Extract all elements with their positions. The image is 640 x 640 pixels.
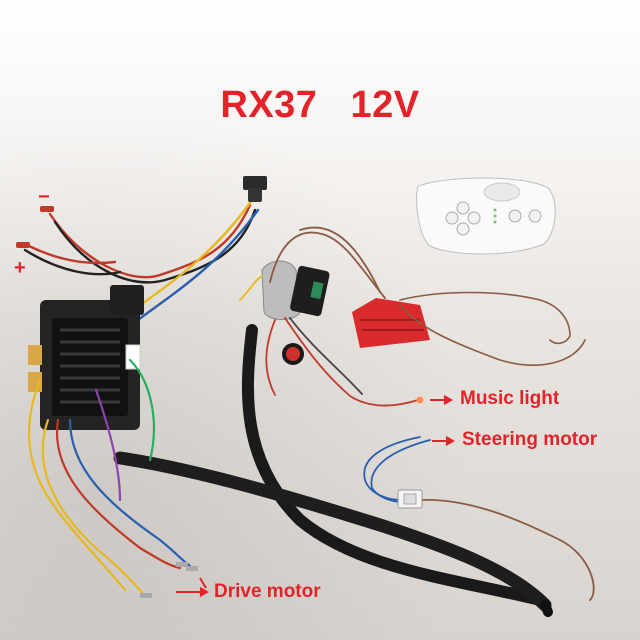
arrow-music-light: [430, 395, 454, 405]
product-title: RX37 12V: [220, 84, 420, 126]
label-drive-motor: Drive motor: [214, 581, 321, 602]
arrow-drive-motor: [176, 577, 210, 597]
power-button: [282, 343, 304, 365]
music-light-led: [416, 396, 424, 404]
shifter-switch: [261, 260, 330, 320]
drive-motor-wires: [28, 358, 192, 598]
harness-sleeve: [113, 324, 553, 617]
label-steering-motor: Steering motor: [462, 429, 598, 450]
foot-pedal: [352, 298, 430, 348]
switch-wires: [239, 226, 419, 407]
label-music-light: Music light: [460, 388, 560, 409]
remote-control: [416, 177, 556, 255]
label-arrows: [176, 395, 456, 597]
remote-area-wires: [399, 291, 586, 366]
battery-leads: [16, 206, 54, 248]
positive-sign: +: [14, 257, 26, 279]
drive-motor-terminals: [140, 562, 198, 598]
negative-sign: −: [38, 186, 50, 208]
control-box: [28, 285, 144, 430]
arrow-steering-motor: [432, 436, 456, 446]
top-connector: [243, 176, 267, 202]
steering-connector: [397, 489, 423, 509]
steering-motor-wires: [363, 436, 595, 601]
